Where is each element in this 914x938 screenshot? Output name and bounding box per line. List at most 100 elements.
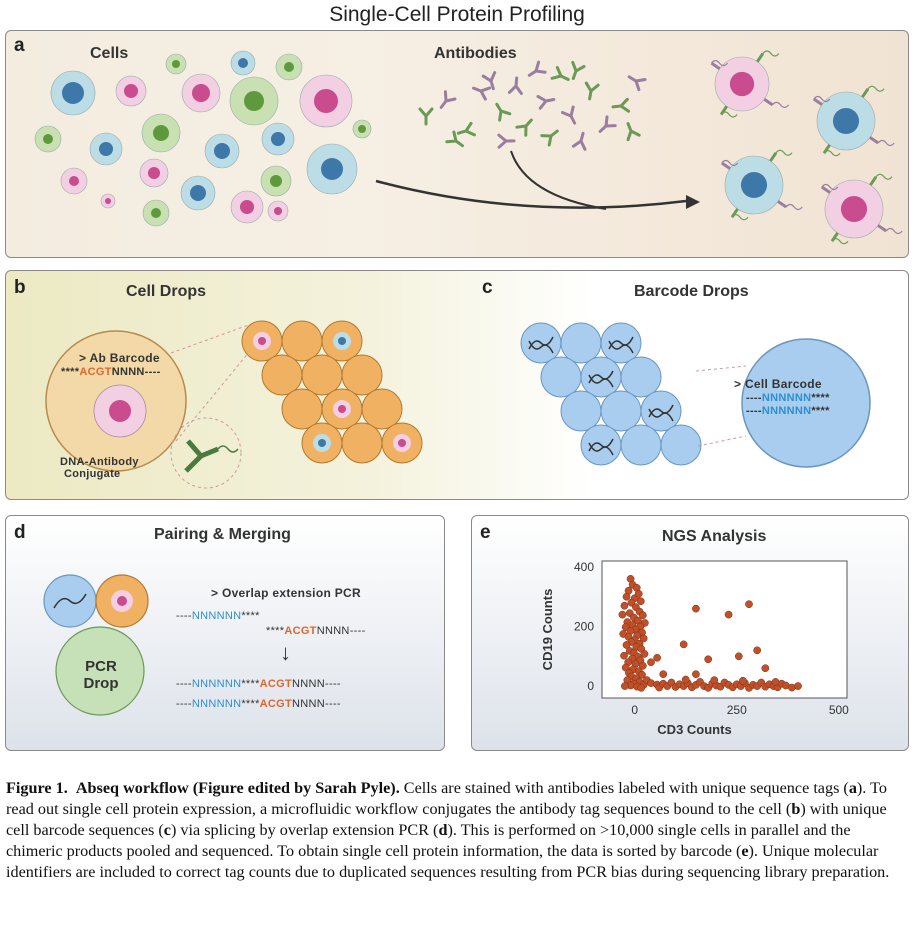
cell-nucleus-5 — [314, 89, 338, 113]
x-axis-label: CD3 Counts — [657, 722, 731, 737]
data-point — [724, 610, 733, 619]
cell-nucleus-2 — [124, 84, 138, 98]
panel-b-c: b Cell Drops > Ab Barcode ****ACGTNNNN--… — [5, 270, 909, 500]
cell-drop-5 — [301, 354, 343, 396]
cell-nucleus-1 — [62, 82, 84, 104]
cell-nucleus-19 — [270, 175, 282, 187]
data-point — [739, 676, 747, 685]
bound-antibody — [769, 151, 778, 162]
drop-cell-nucleus-4 — [318, 439, 326, 447]
data-point — [620, 601, 629, 610]
cell-nucleus-11 — [153, 125, 169, 141]
panel-a-label: a — [14, 35, 25, 56]
x-tick-label: 250 — [727, 703, 747, 717]
data-point — [622, 641, 631, 649]
cells-and-antibodies-illustration — [34, 50, 903, 245]
barcode-dna-icon-5 — [588, 438, 614, 452]
cell-nucleus-23 — [274, 207, 282, 215]
cell-barcode-header: > Cell Barcode — [734, 377, 822, 391]
antibody-11 — [584, 81, 600, 101]
panel-b-label: b — [14, 277, 26, 298]
panel-e-label: e — [480, 522, 491, 543]
bound-antibody — [812, 97, 823, 106]
zoom-line-2 — [175, 345, 255, 442]
dna-icon-d — [53, 593, 87, 609]
antibody-6 — [507, 76, 523, 95]
barcode-drop-12 — [660, 424, 702, 466]
data-point — [734, 652, 743, 661]
cell-drop-6 — [341, 354, 383, 396]
data-point — [638, 670, 646, 679]
drop-cell-nucleus-5 — [398, 439, 406, 447]
antibody-9 — [550, 66, 570, 82]
cell-drop-4 — [261, 354, 303, 396]
dna-tag — [877, 139, 895, 147]
caption-fig-number: Figure 1. — [6, 779, 68, 797]
drop-cell-nucleus-3 — [338, 405, 346, 413]
cell-nucleus-13 — [271, 132, 285, 146]
cell-nucleus-6 — [172, 60, 180, 68]
dna-tag — [813, 95, 831, 103]
antibody-5 — [495, 102, 512, 122]
cell-barcode-seq-1: ----NNNNNN**** — [746, 392, 830, 404]
barcode-dna-icon-4 — [648, 404, 674, 418]
cell-drop-2 — [281, 320, 323, 362]
panel-a: a Cells Antibodies — [5, 30, 909, 258]
y-tick-label: 400 — [574, 560, 594, 574]
dna-tag — [731, 214, 749, 221]
panel-c-label: c — [482, 277, 493, 298]
antibody-21 — [571, 60, 586, 81]
dna-tag — [885, 227, 903, 235]
dna-tag — [772, 101, 790, 108]
antibodies-label: Antibodies — [434, 45, 517, 62]
dna-tag — [775, 149, 793, 156]
cell-nucleus-3 — [192, 84, 210, 102]
cell-nucleus-d — [117, 596, 127, 606]
merged-seq-2: ----NNNNNN****ACGTNNNN---- — [176, 698, 341, 710]
cell-nucleus-16 — [69, 176, 79, 186]
down-arrow-icon: ↓ — [280, 640, 292, 665]
data-point — [710, 676, 719, 684]
antibody-16 — [571, 131, 587, 151]
bound-antibody — [763, 98, 774, 107]
dna-tag — [721, 159, 739, 167]
barcode-drop-2 — [560, 322, 602, 364]
dna-tag — [875, 173, 893, 180]
cell-nucleus-4 — [244, 91, 264, 111]
antibody-14 — [627, 75, 647, 92]
data-point — [679, 640, 688, 649]
bound-antibody — [877, 224, 888, 233]
drops-illustration — [45, 320, 871, 489]
barcode-dna-icon-b-5 — [588, 442, 614, 456]
antibody-2 — [439, 90, 457, 109]
data-point — [753, 646, 762, 655]
cell-nucleus-7 — [238, 58, 248, 68]
barcode-dna-icon-b-2 — [608, 340, 634, 354]
data-point — [618, 610, 627, 619]
barcode-dna-icon-b-3 — [588, 374, 614, 388]
data-point — [745, 600, 753, 609]
antibody-1 — [418, 107, 434, 126]
antibody-3 — [456, 121, 476, 137]
zoom-cell-nucleus — [109, 400, 131, 422]
data-point — [620, 651, 628, 660]
dna-tag — [762, 50, 780, 57]
barcode-dna-icon-2 — [608, 336, 634, 350]
antibody-22 — [527, 60, 547, 77]
data-point — [640, 650, 649, 658]
flow-arrow-branch — [510, 150, 607, 210]
data-point — [636, 597, 645, 606]
dna-tag — [785, 203, 803, 211]
barcode-dna-icon-3 — [588, 370, 614, 384]
pairing-merging-illustration — [43, 574, 149, 716]
data-point — [639, 634, 648, 643]
cell-nucleus-15 — [358, 125, 366, 133]
ab-barcode-header: > Ab Barcode — [79, 351, 160, 365]
arrowhead-icon — [686, 195, 700, 209]
zoom-line-3 — [695, 365, 747, 372]
barcode-dna-icon-b-4 — [648, 408, 674, 422]
